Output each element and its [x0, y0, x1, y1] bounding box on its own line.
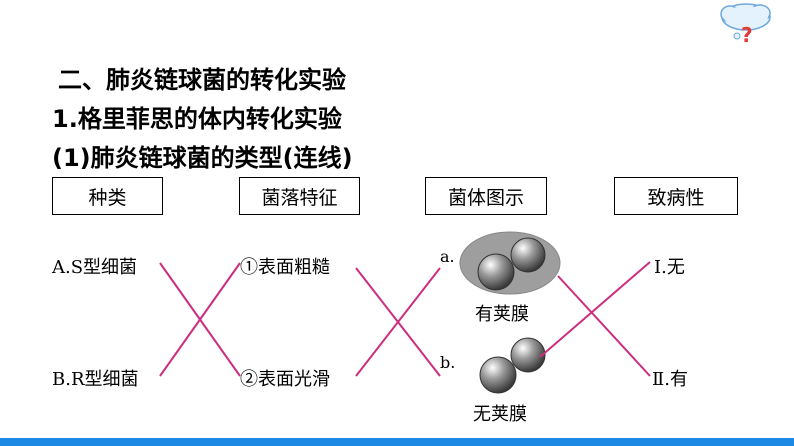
column-header-diagram: 菌体图示 — [425, 177, 547, 215]
non-capsulated-bacteria-diagram — [479, 337, 546, 394]
column-header-colony: 菌落特征 — [239, 177, 360, 215]
connector-line — [355, 267, 441, 377]
column-header-type: 种类 — [52, 177, 163, 215]
task-heading: (1)肺炎链球菌的类型(连线) — [52, 144, 353, 172]
subsection-heading: 1.格里菲思的体内转化实验 — [52, 105, 342, 133]
type-s-label: A.S型细菌 — [52, 257, 138, 278]
connector-line — [557, 275, 651, 377]
virulence-yes-label: Ⅱ.有 — [652, 369, 688, 390]
diagram-a-caption: 有荚膜 — [475, 304, 529, 325]
section-heading: 二、肺炎链球菌的转化实验 — [58, 66, 346, 94]
diagram-b-label: b. — [440, 353, 456, 372]
connector-line — [159, 262, 241, 377]
connector-line — [539, 261, 651, 358]
diagram-b-caption: 无荚膜 — [473, 404, 527, 425]
svg-text:?: ? — [741, 23, 753, 47]
column-header-virulence: 致病性 — [614, 177, 738, 215]
thought-cloud-question-icon[interactable]: ? — [720, 3, 771, 47]
capsulated-bacteria-diagram — [459, 231, 561, 295]
colony-rough-label: ①表面粗糙 — [240, 257, 330, 278]
bottom-bar — [0, 438, 794, 446]
diagram-a-label: a. — [440, 247, 455, 266]
virulence-none-label: Ⅰ.无 — [654, 257, 685, 278]
type-r-label: B.R型细菌 — [52, 369, 139, 390]
colony-smooth-label: ②表面光滑 — [240, 369, 330, 390]
